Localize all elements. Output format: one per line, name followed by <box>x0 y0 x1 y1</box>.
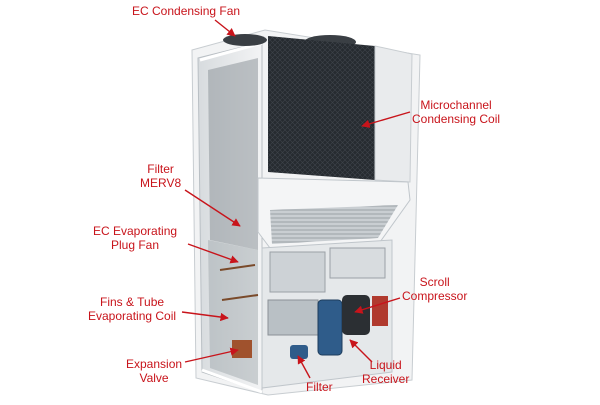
label-ec-evaporating-fan: EC Evaporating Plug Fan <box>93 224 177 252</box>
arrow-scroll-compressor <box>354 297 401 314</box>
label-liquid-receiver: Liquid Receiver <box>362 358 409 386</box>
arrow-ec-condensing-fan <box>214 19 236 37</box>
callout-arrows <box>181 19 411 379</box>
label-line-2: Valve <box>139 371 169 385</box>
label-line-1: Scroll <box>419 275 450 289</box>
label-line-2: Plug Fan <box>111 238 160 252</box>
label-line-1: Microchannel <box>420 98 492 112</box>
arrow-ec-evaporating-fan <box>187 243 239 264</box>
label-line-1: Liquid <box>369 358 402 372</box>
arrow-liquid-receiver <box>349 339 373 363</box>
label-text: Filter <box>306 380 333 394</box>
label-line-2: Compressor <box>402 289 468 303</box>
air-hood <box>257 177 411 249</box>
label-line-1: Expansion <box>126 357 183 371</box>
label-line-1: Fins & Tube <box>100 295 165 309</box>
arrow-microchannel-coil <box>361 111 411 128</box>
arrow-expansion-valve <box>184 347 239 363</box>
condensing-coil <box>268 36 413 183</box>
label-line-2: Evaporating Coil <box>88 309 177 323</box>
mechanical-section <box>219 239 393 389</box>
label-text: EC Condensing Fan <box>132 4 241 18</box>
arrow-filter <box>297 355 311 379</box>
label-ec-condensing-fan: EC Condensing Fan <box>132 4 240 18</box>
label-line-2: Condensing Coil <box>412 112 501 126</box>
label-line-1: Filter <box>147 162 174 176</box>
label-line-2: Receiver <box>362 372 410 386</box>
label-expansion-valve: Expansion Valve <box>126 357 182 385</box>
label-filter: Filter <box>306 380 333 394</box>
label-line-2: MERV8 <box>140 176 182 190</box>
label-filter-merv8: Filter MERV8 <box>140 162 181 190</box>
label-scroll-compressor: Scroll Compressor <box>402 275 467 303</box>
label-microchannel-coil: Microchannel Condensing Coil <box>412 98 500 126</box>
label-fins-tube-coil: Fins & Tube Evaporating Coil <box>88 295 176 323</box>
arrow-filter-merv8 <box>184 189 241 227</box>
label-line-1: EC Evaporating <box>93 224 178 238</box>
arrow-fins-tube-coil <box>181 311 229 322</box>
